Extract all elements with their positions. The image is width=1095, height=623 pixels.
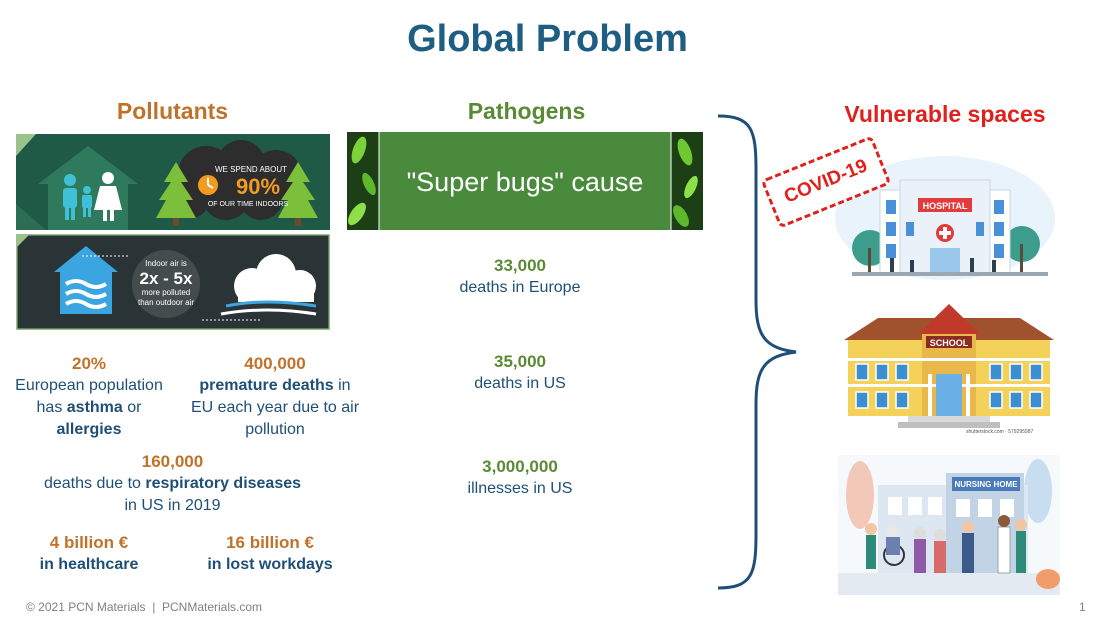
house-wind-icon (54, 246, 118, 314)
family-icon (63, 174, 92, 220)
bacteria-image-left (347, 132, 379, 230)
stat-premature-line2: EU each year due to air (190, 399, 360, 416)
stat-premature-line1: premature deaths in (199, 377, 351, 394)
pathogen-stat-us-deaths-number: 35,000 (494, 352, 546, 371)
stat-workdays: 16 billion € in lost workdays (190, 532, 350, 576)
stat-workdays-number: 16 billion € (226, 533, 314, 552)
bacteria-image-right (671, 132, 703, 230)
pathogen-stat-us-deaths-label: deaths in US (474, 375, 566, 392)
pathogen-stat-us-deaths: 35,000 deaths in US (420, 351, 620, 395)
vulnerable-spaces-heading: Vulnerable spaces (844, 101, 1046, 127)
curly-brace (717, 114, 797, 590)
stat-asthma-line3: allergies (56, 421, 122, 438)
footer-copyright: © 2021 PCN Materials | PCNMaterials.com (26, 600, 263, 614)
school-sign-text: SCHOOL (930, 338, 969, 348)
stat-asthma-number: 20% (71, 354, 107, 373)
school-credit: shutterstock.com · 579295987 (966, 429, 1033, 435)
banner2-big: 2x - 5x (140, 269, 193, 288)
stat-healthcare-number: 4 billion € (49, 533, 129, 552)
pathogen-stat-europe-number: 33,000 (494, 256, 546, 275)
pathogens-heading: Pathogens (467, 98, 586, 124)
stat-asthma-line2: has asthma or (36, 399, 142, 416)
page-number: 1 (1079, 600, 1086, 614)
stat-respiratory: 160,000 deaths due to respiratory diseas… (20, 451, 325, 517)
people-group (865, 515, 1027, 574)
hospital-sign-text: HOSPITAL (923, 201, 968, 211)
stat-healthcare: 4 billion € in healthcare (14, 532, 164, 576)
stat-respiratory-line2: in US in 2019 (124, 497, 221, 514)
pathogen-stat-us-illnesses: 3,000,000 illnesses in US (420, 456, 620, 500)
pathogen-stat-europe-label: deaths in Europe (459, 279, 581, 296)
cloud-icon (220, 254, 317, 316)
hospital-illustration: HOSPITAL (835, 156, 1055, 280)
stat-premature-number: 400,000 (244, 354, 306, 373)
banner1-line2: OF OUR TIME INDOORS (208, 201, 289, 208)
tree-icons (156, 162, 318, 226)
banner2-line1: Indoor air is (145, 259, 187, 268)
nursing-home-sign-text: NURSING HOME (954, 480, 1018, 489)
page-title: Global Problem (407, 18, 688, 60)
stat-premature-deaths: 400,000 premature deaths in EU each year… (180, 353, 370, 441)
pathogen-stat-us-illnesses-number: 3,000,000 (482, 457, 558, 476)
stat-workdays-label: in lost workdays (207, 556, 333, 573)
banner2-line2: more polluted (142, 288, 190, 297)
super-bugs-text: "Super bugs" cause (407, 167, 644, 197)
super-bugs-banner: "Super bugs" cause (347, 132, 703, 230)
pathogen-stat-us-illnesses-label: illnesses in US (467, 480, 573, 497)
pathogen-stat-europe: 33,000 deaths in Europe (420, 255, 620, 299)
indoor-time-banner: WE SPEND ABOUT 90% OF OUR TIME INDOORS (16, 134, 330, 230)
stat-respiratory-line1: deaths due to respiratory diseases (43, 475, 302, 492)
indoor-air-banner: Indoor air is 2x - 5x more polluted than… (16, 234, 330, 330)
nursing-home-illustration: NURSING HOME (838, 455, 1060, 595)
clock-icon (198, 175, 218, 195)
stat-premature-line3: pollution (245, 421, 305, 438)
banner1-percent: 90% (236, 174, 280, 199)
banner1-line1: WE SPEND ABOUT (215, 165, 287, 174)
banner2-line3: than outdoor air (138, 298, 194, 307)
stat-asthma: 20% European population has asthma or al… (6, 353, 172, 441)
school-illustration: SCHOOL shutterstock.com · 579295987 (844, 304, 1054, 435)
pollutants-heading: Pollutants (116, 98, 229, 124)
stat-asthma-line1: European population (15, 377, 163, 394)
stat-healthcare-label: in healthcare (39, 556, 139, 573)
stat-respiratory-number: 160,000 (141, 452, 204, 471)
